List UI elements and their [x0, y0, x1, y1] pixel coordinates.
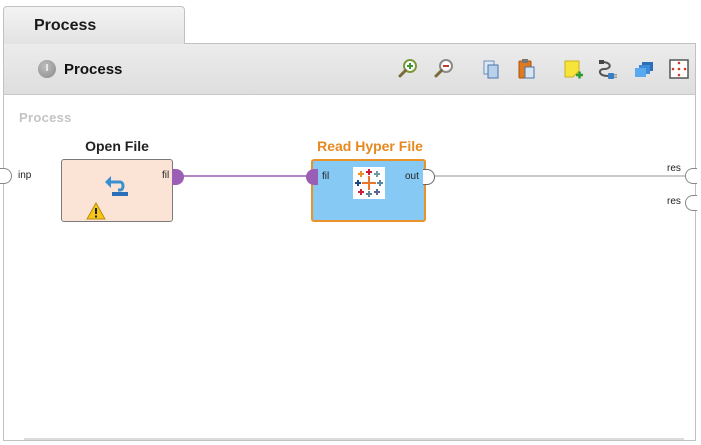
- zoom-in-button[interactable]: [396, 57, 420, 81]
- zoom-in-icon: [398, 59, 417, 78]
- layers-button[interactable]: [632, 57, 656, 81]
- process-panel: Process: [0, 43, 697, 441]
- note-add-icon: [564, 60, 583, 79]
- plug-icon: [598, 60, 617, 79]
- process-canvas[interactable]: Process inp res res Open File: [0, 95, 697, 440]
- open-file-out-port-label: fil: [162, 170, 170, 181]
- read-hyper-file-operator[interactable]: fil out: [306, 159, 435, 222]
- read-hyper-file-out-port-label: out: [405, 171, 419, 182]
- canvas-process-label: Process: [19, 110, 72, 125]
- copy-icon: [483, 60, 499, 79]
- open-file-out-port[interactable]: [172, 169, 184, 185]
- process-input-port-label: inp: [18, 170, 32, 181]
- layers-icon: [635, 62, 653, 77]
- horizontal-scrollbar[interactable]: [24, 438, 684, 440]
- read-hyper-file-out-port[interactable]: [423, 169, 435, 185]
- warning-icon[interactable]: [86, 202, 106, 220]
- process-input-port[interactable]: [0, 168, 12, 184]
- auto-wire-button[interactable]: [596, 57, 620, 81]
- paste-button[interactable]: [514, 57, 538, 81]
- process-toolbar: Process: [4, 44, 695, 95]
- connection-wires: [179, 175, 691, 177]
- copy-button[interactable]: [479, 57, 503, 81]
- result-port-2[interactable]: [685, 195, 697, 211]
- result-port-1[interactable]: [685, 168, 697, 184]
- add-note-button[interactable]: [561, 57, 585, 81]
- process-up-icon[interactable]: [38, 60, 56, 78]
- paste-icon: [518, 59, 535, 79]
- tab-label: Process: [34, 17, 97, 34]
- read-hyper-file-in-port[interactable]: [306, 169, 318, 185]
- open-file-title: Open File: [85, 138, 149, 154]
- read-hyper-file-in-port-label: fil: [322, 171, 330, 182]
- tableau-icon: [353, 167, 385, 199]
- tab-process[interactable]: Process: [3, 6, 185, 44]
- read-hyper-file-title: Read Hyper File: [317, 138, 423, 154]
- open-file-operator[interactable]: fil: [61, 159, 184, 222]
- zoom-out-button[interactable]: [432, 57, 456, 81]
- fit-view-button[interactable]: [667, 57, 691, 81]
- toolbar-title: Process: [64, 61, 123, 78]
- fit-view-icon: [669, 59, 689, 79]
- open-file-icon: [105, 176, 128, 196]
- result-port-2-label: res: [667, 196, 681, 207]
- result-port-1-label: res: [667, 163, 681, 174]
- zoom-out-icon: [434, 59, 453, 78]
